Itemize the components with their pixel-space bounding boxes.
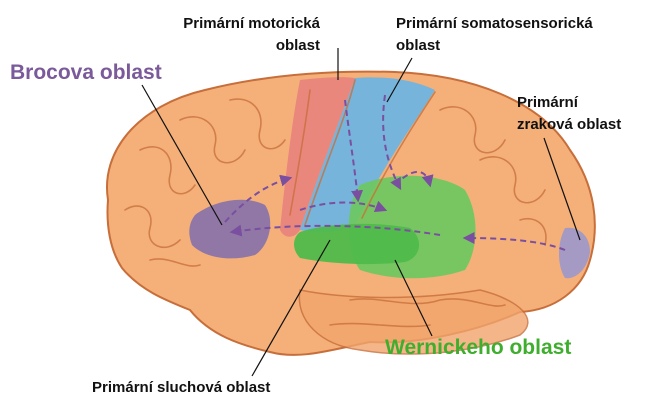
label-somatosensory-line2: oblast (396, 35, 593, 57)
label-wernicke: Wernickeho oblast (385, 337, 571, 359)
label-motor-line1: Primární motorická (124, 13, 320, 35)
label-somatosensory-line1: Primární somatosensorická (396, 13, 593, 35)
label-auditory: Primární sluchová oblast (92, 377, 270, 399)
label-motor-line2: oblast (124, 35, 320, 57)
label-visual-line2: zraková oblast (517, 114, 621, 136)
label-broca: Brocova oblast (10, 62, 162, 84)
label-visual-line1: Primární (517, 92, 621, 114)
label-somatosensory: Primární somatosensorická oblast (396, 13, 593, 57)
label-visual: Primární zraková oblast (517, 92, 621, 136)
label-motor: Primární motorická oblast (124, 13, 320, 57)
